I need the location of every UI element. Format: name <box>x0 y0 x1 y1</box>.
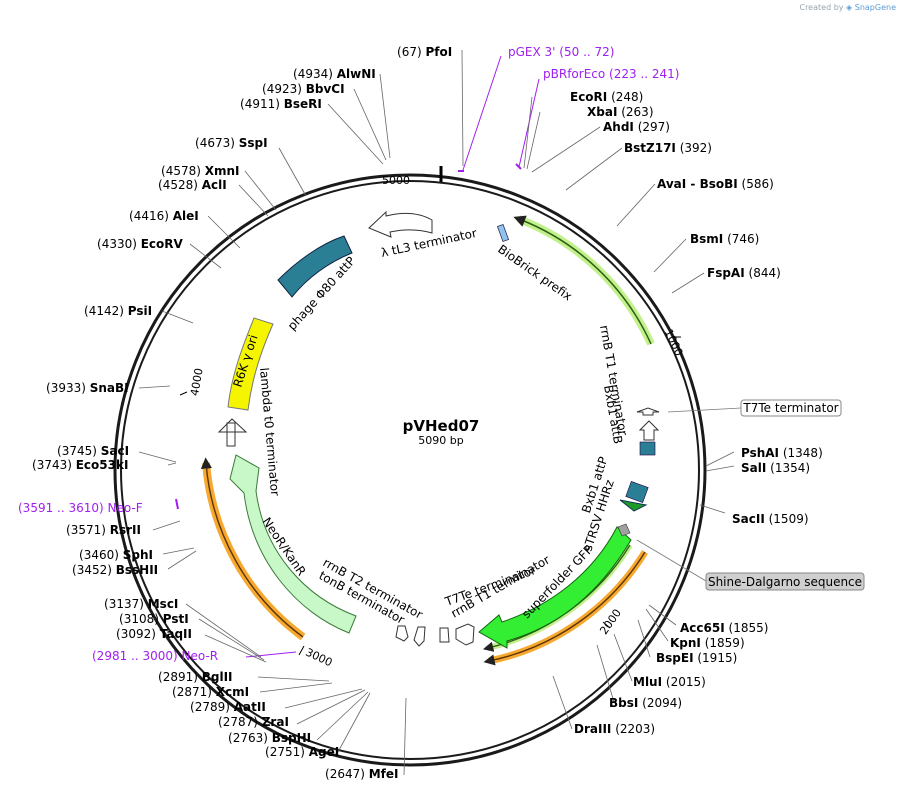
primer-leaders <box>175 55 540 658</box>
feature-orange-left <box>200 457 304 638</box>
site-bbvci[interactable]: (4923) BbvCI <box>262 82 345 96</box>
tick-label: 3000 <box>303 646 334 670</box>
site-mlui[interactable]: MluI (2015) <box>633 675 706 689</box>
site-agei[interactable]: (2751) AgeI <box>265 745 339 759</box>
site-xcmi[interactable]: (2871) XcmI <box>172 685 249 699</box>
feature-r6k-ori <box>227 317 274 411</box>
feature-sTRSV-HHRz <box>619 499 648 512</box>
feature-arcs <box>200 210 660 666</box>
tick-label: 1000 <box>662 327 686 358</box>
site-alwni[interactable]: (4934) AlwNI <box>293 67 376 81</box>
site-acc65i[interactable]: Acc65I (1855) <box>680 621 768 635</box>
site-bseri[interactable]: (4911) BseRI <box>240 97 322 111</box>
callout-shine-dalgarno-box[interactable] <box>705 572 865 591</box>
site-labels: (67) PfoI EcoRI (248) XbaI (263) AhdI (2… <box>32 45 823 781</box>
site-ava-bso[interactable]: AvaI - BsoBI (586) <box>657 177 774 191</box>
site-acli[interactable]: (4528) AclI <box>158 178 227 192</box>
feature-label: BioBrick prefix <box>495 242 574 303</box>
site-bglii[interactable]: (2891) BglII <box>158 670 233 684</box>
feature-bxb1-attb-arrow <box>638 420 660 441</box>
site-bsphi[interactable]: (2763) BspHI <box>228 731 311 745</box>
site-ahdi[interactable]: AhdI (297) <box>603 120 670 134</box>
site-psii[interactable]: (4142) PsiI <box>84 304 152 318</box>
site-ecori[interactable]: EcoRI (248) <box>570 90 643 104</box>
feature-terminator-small-4 <box>455 623 475 646</box>
feature-phage-attp <box>277 235 353 298</box>
site-sacii[interactable]: SacII (1509) <box>732 512 809 526</box>
feature-neor-kanr <box>229 454 357 634</box>
tick-label: 5000 <box>382 174 410 187</box>
site-bsmi[interactable]: BsmI (746) <box>690 232 759 246</box>
plasmid-size: 5090 bp <box>418 434 463 447</box>
site-draiii[interactable]: DraIII (2203) <box>574 722 655 736</box>
site-leaders <box>138 49 735 776</box>
site-sali[interactable]: SalI (1354) <box>741 461 810 475</box>
feature-terminator-small-1 <box>395 625 409 642</box>
site-kpni[interactable]: KpnI (1859) <box>670 636 745 650</box>
primer-pgex3[interactable]: pGEX 3' (50 .. 72) <box>508 45 614 59</box>
feature-bxb1-attp <box>625 481 649 503</box>
feature-orange-right <box>483 551 646 666</box>
feature-terminator-small-2 <box>413 626 426 647</box>
feature-bxb1-attb <box>639 441 656 456</box>
site-bstz17i[interactable]: BstZ17I (392) <box>624 141 712 155</box>
site-msci[interactable]: (3137) MscI <box>104 597 178 611</box>
site-pshai[interactable]: PshAI (1348) <box>741 446 823 460</box>
site-sphi[interactable]: (3460) SphI <box>79 548 153 562</box>
backbone <box>113 166 707 767</box>
tick-label: 4000 <box>188 367 206 397</box>
credit-prefix: Created by <box>799 3 844 12</box>
feature-shine-dalgarno <box>617 523 631 537</box>
primer-labels: pGEX 3' (50 .. 72) pBRforEco (223 .. 241… <box>18 45 679 663</box>
feature-rrnb-t1-right <box>513 215 652 345</box>
site-ecorv[interactable]: (4330) EcoRV <box>97 237 184 251</box>
feature-superfolder-gfp <box>478 526 632 649</box>
snapgene-credit: Created by ◈ SnapGene <box>799 3 896 12</box>
site-rsrii[interactable]: (3571) RsrII <box>66 523 141 537</box>
callout-t7te-box[interactable] <box>740 399 842 417</box>
site-pfoi[interactable]: (67) PfoI <box>397 45 452 59</box>
feature-t7te-right <box>636 407 660 416</box>
primer-pbrforeco[interactable]: pBRforEco (223 .. 241) <box>543 67 679 81</box>
site-aatii[interactable]: (2789) AatII <box>190 700 266 714</box>
callouts: T7Te terminator Shine-Dalgarno sequence <box>636 399 865 591</box>
site-bspei[interactable]: BspEI (1915) <box>656 651 737 665</box>
feature-tl3-terminator <box>368 210 433 238</box>
site-xbai[interactable]: XbaI (263) <box>587 105 654 119</box>
feature-lambda-t0 <box>217 418 248 447</box>
site-alei[interactable]: (4416) AleI <box>129 209 199 223</box>
primer-neo-f[interactable]: (3591 .. 3610) Neo-F <box>18 501 143 515</box>
site-mfei[interactable]: (2647) MfeI <box>325 767 399 781</box>
site-zrai[interactable]: (2787) ZraI <box>218 715 289 729</box>
site-bbsi[interactable]: BbsI (2094) <box>609 696 682 710</box>
feature-terminator-small-3 <box>439 627 450 643</box>
plasmid-name: pVHed07 <box>403 417 480 435</box>
tick-label: 2000 <box>597 607 624 637</box>
snapgene-logo-icon: ◈ <box>846 3 853 12</box>
feature-biobrick-prefix <box>496 223 510 243</box>
credit-brand: SnapGene <box>854 3 896 12</box>
site-bsshii[interactable]: (3452) BssHII <box>72 563 158 577</box>
site-xmni[interactable]: (4578) XmnI <box>161 164 240 178</box>
site-saci[interactable]: (3745) SacI <box>57 444 129 458</box>
site-snabi[interactable]: (3933) SnaBI <box>46 381 129 395</box>
site-fspai[interactable]: FspAI (844) <box>707 266 781 280</box>
site-taqii[interactable]: (3092) TaqII <box>116 627 192 641</box>
feature-label: lambda t0 terminator <box>257 367 282 497</box>
primer-neo-r[interactable]: (2981 .. 3000) Neo-R <box>92 649 218 663</box>
site-psti[interactable]: (3108) PstI <box>119 612 189 626</box>
site-eco53ki[interactable]: (3743) Eco53kI <box>32 458 128 472</box>
callout-shine-dalgarno-label: Shine-Dalgarno sequence <box>708 575 862 589</box>
site-sspi[interactable]: (4673) SspI <box>195 136 268 150</box>
callout-t7te-label: T7Te terminator <box>742 401 838 415</box>
